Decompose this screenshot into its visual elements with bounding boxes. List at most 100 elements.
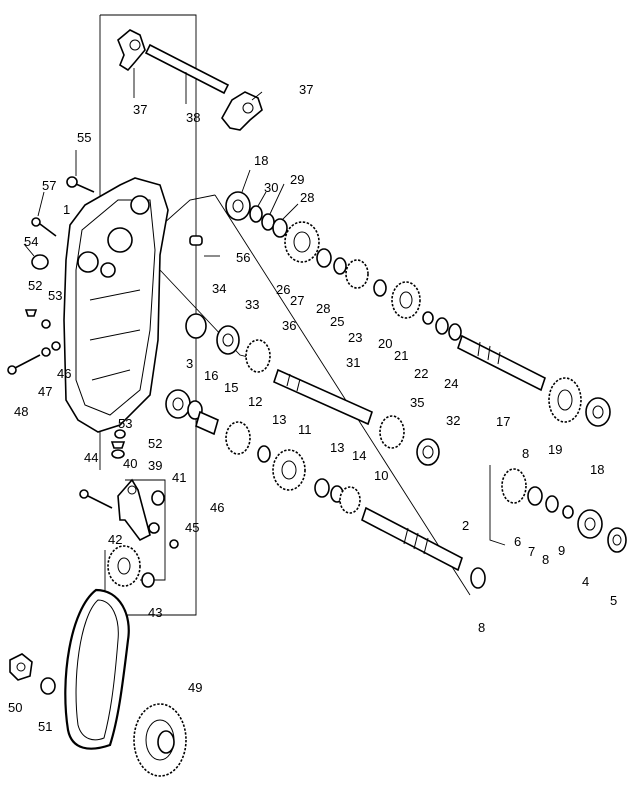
part-label: 1 bbox=[63, 202, 70, 217]
part-label: 29 bbox=[290, 172, 304, 187]
part-label: 49 bbox=[188, 680, 202, 695]
part-label: 14 bbox=[352, 448, 366, 463]
collar-22 bbox=[435, 317, 449, 335]
part-label: 8 bbox=[522, 446, 529, 461]
washer-8-shaft bbox=[470, 567, 486, 589]
washer-46-upper bbox=[51, 341, 61, 351]
gear-20 bbox=[391, 281, 421, 319]
drive-chain bbox=[64, 588, 130, 750]
shaft-31 bbox=[273, 368, 373, 426]
part-label: 46 bbox=[57, 366, 71, 381]
gear-12 bbox=[225, 421, 251, 455]
part-label: 27 bbox=[290, 293, 304, 308]
part-label: 52 bbox=[148, 436, 162, 451]
bearing-4 bbox=[577, 509, 603, 539]
bearing-3 bbox=[165, 389, 191, 419]
bearing-34 bbox=[185, 313, 207, 339]
part-label: 13 bbox=[330, 440, 344, 455]
part-label: 5 bbox=[610, 593, 617, 608]
part-label: 52 bbox=[28, 278, 42, 293]
shaft-17 bbox=[457, 334, 546, 392]
clip-9 bbox=[562, 505, 574, 519]
part-label: 47 bbox=[38, 384, 52, 399]
part-label: 2 bbox=[462, 518, 469, 533]
part-label: 34 bbox=[212, 281, 226, 296]
shift-rod bbox=[144, 43, 230, 95]
pin-40 bbox=[111, 449, 125, 459]
part-label: 11 bbox=[298, 422, 312, 437]
part-label: 24 bbox=[444, 376, 458, 391]
part-label: 56 bbox=[236, 250, 250, 265]
gear-36 bbox=[245, 339, 271, 373]
bolt-55 bbox=[66, 176, 95, 193]
gear-19 bbox=[548, 377, 582, 423]
part-label: 46 bbox=[210, 500, 224, 515]
part-label: 32 bbox=[446, 413, 460, 428]
part-label: 55 bbox=[77, 130, 91, 145]
part-label: 51 bbox=[38, 719, 52, 734]
washer-46-lower bbox=[148, 522, 160, 534]
bolt-44 bbox=[79, 489, 113, 509]
collar-28-lower bbox=[333, 257, 347, 275]
part-label: 33 bbox=[245, 297, 259, 312]
bearing-18-upper bbox=[225, 191, 251, 221]
part-label: 36 bbox=[282, 318, 296, 333]
collar-43 bbox=[141, 572, 155, 588]
part-label: 48 bbox=[14, 404, 28, 419]
part-label: 26 bbox=[276, 282, 290, 297]
gear-6 bbox=[501, 468, 527, 504]
collar-28-upper bbox=[272, 218, 288, 238]
part-label: 44 bbox=[84, 450, 98, 465]
part-label: 39 bbox=[148, 458, 162, 473]
nut-50 bbox=[9, 653, 33, 681]
collar-13-upper bbox=[257, 445, 271, 463]
part-label: 35 bbox=[410, 395, 424, 410]
part-label: 7 bbox=[528, 544, 535, 559]
seal-5 bbox=[607, 527, 627, 553]
part-label: 30 bbox=[264, 180, 278, 195]
part-label: 16 bbox=[204, 368, 218, 383]
part-label: 53 bbox=[48, 288, 62, 303]
washer-8-right bbox=[545, 495, 559, 513]
part-label: 28 bbox=[300, 190, 314, 205]
bracket-39 bbox=[117, 478, 151, 542]
part-label: 20 bbox=[378, 336, 392, 351]
washer-23 bbox=[373, 279, 387, 297]
gear-26 bbox=[284, 221, 320, 263]
washer-24 bbox=[448, 323, 462, 341]
part-label: 31 bbox=[346, 355, 360, 370]
plug-53-lower bbox=[114, 429, 126, 439]
gear-10 bbox=[339, 486, 361, 514]
sprocket-49 bbox=[133, 703, 187, 777]
gear-35 bbox=[379, 415, 405, 449]
part-label: 15 bbox=[224, 380, 238, 395]
sleeve-15 bbox=[195, 410, 219, 436]
ring-21 bbox=[422, 311, 434, 325]
bolt-57 bbox=[31, 217, 57, 237]
washer-29 bbox=[261, 213, 275, 231]
part-label: 41 bbox=[172, 470, 186, 485]
washer-47 bbox=[41, 347, 51, 357]
collar-7 bbox=[527, 486, 543, 506]
part-label: 8 bbox=[542, 552, 549, 567]
seal-54 bbox=[31, 254, 49, 270]
part-label: 12 bbox=[248, 394, 262, 409]
nut-45 bbox=[169, 539, 179, 549]
part-label: 50 bbox=[8, 700, 22, 715]
part-label: 22 bbox=[414, 366, 428, 381]
bearing-32 bbox=[416, 438, 440, 466]
washer-30 bbox=[249, 205, 263, 223]
part-label: 54 bbox=[24, 234, 38, 249]
part-label: 6 bbox=[514, 534, 521, 549]
part-label: 13 bbox=[272, 412, 286, 427]
screw-52-upper bbox=[24, 309, 38, 317]
transmission-case bbox=[63, 177, 169, 433]
bearing-18-lower bbox=[585, 397, 611, 427]
part-label: 25 bbox=[330, 314, 344, 329]
part-label: 57 bbox=[42, 178, 56, 193]
shift-fork-left bbox=[117, 29, 146, 72]
bolt-48 bbox=[7, 354, 41, 375]
part-label: 37 bbox=[133, 102, 147, 117]
